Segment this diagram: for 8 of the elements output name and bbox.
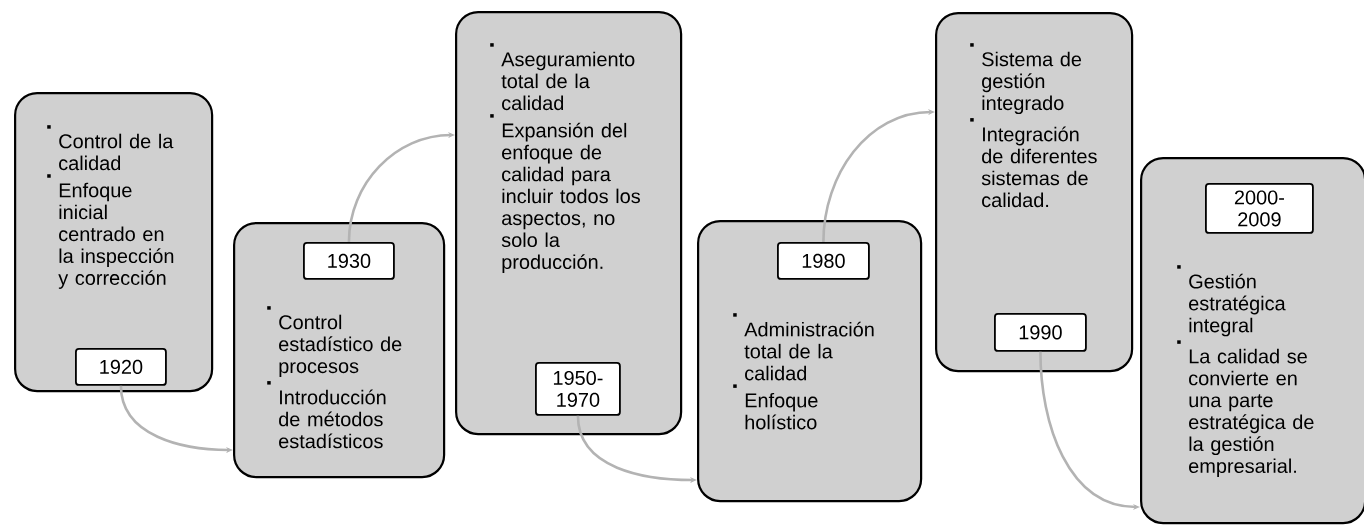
year-box: 1990: [994, 313, 1087, 352]
connector-curve: [822, 108, 935, 243]
year-box: 1930: [303, 242, 395, 280]
year-box: 2000- 2009: [1205, 183, 1314, 234]
year-box: 1920: [75, 348, 167, 386]
year-box: 1980: [777, 242, 870, 280]
year-box: 1950- 1970: [535, 362, 621, 416]
connector-curve: [347, 131, 455, 243]
